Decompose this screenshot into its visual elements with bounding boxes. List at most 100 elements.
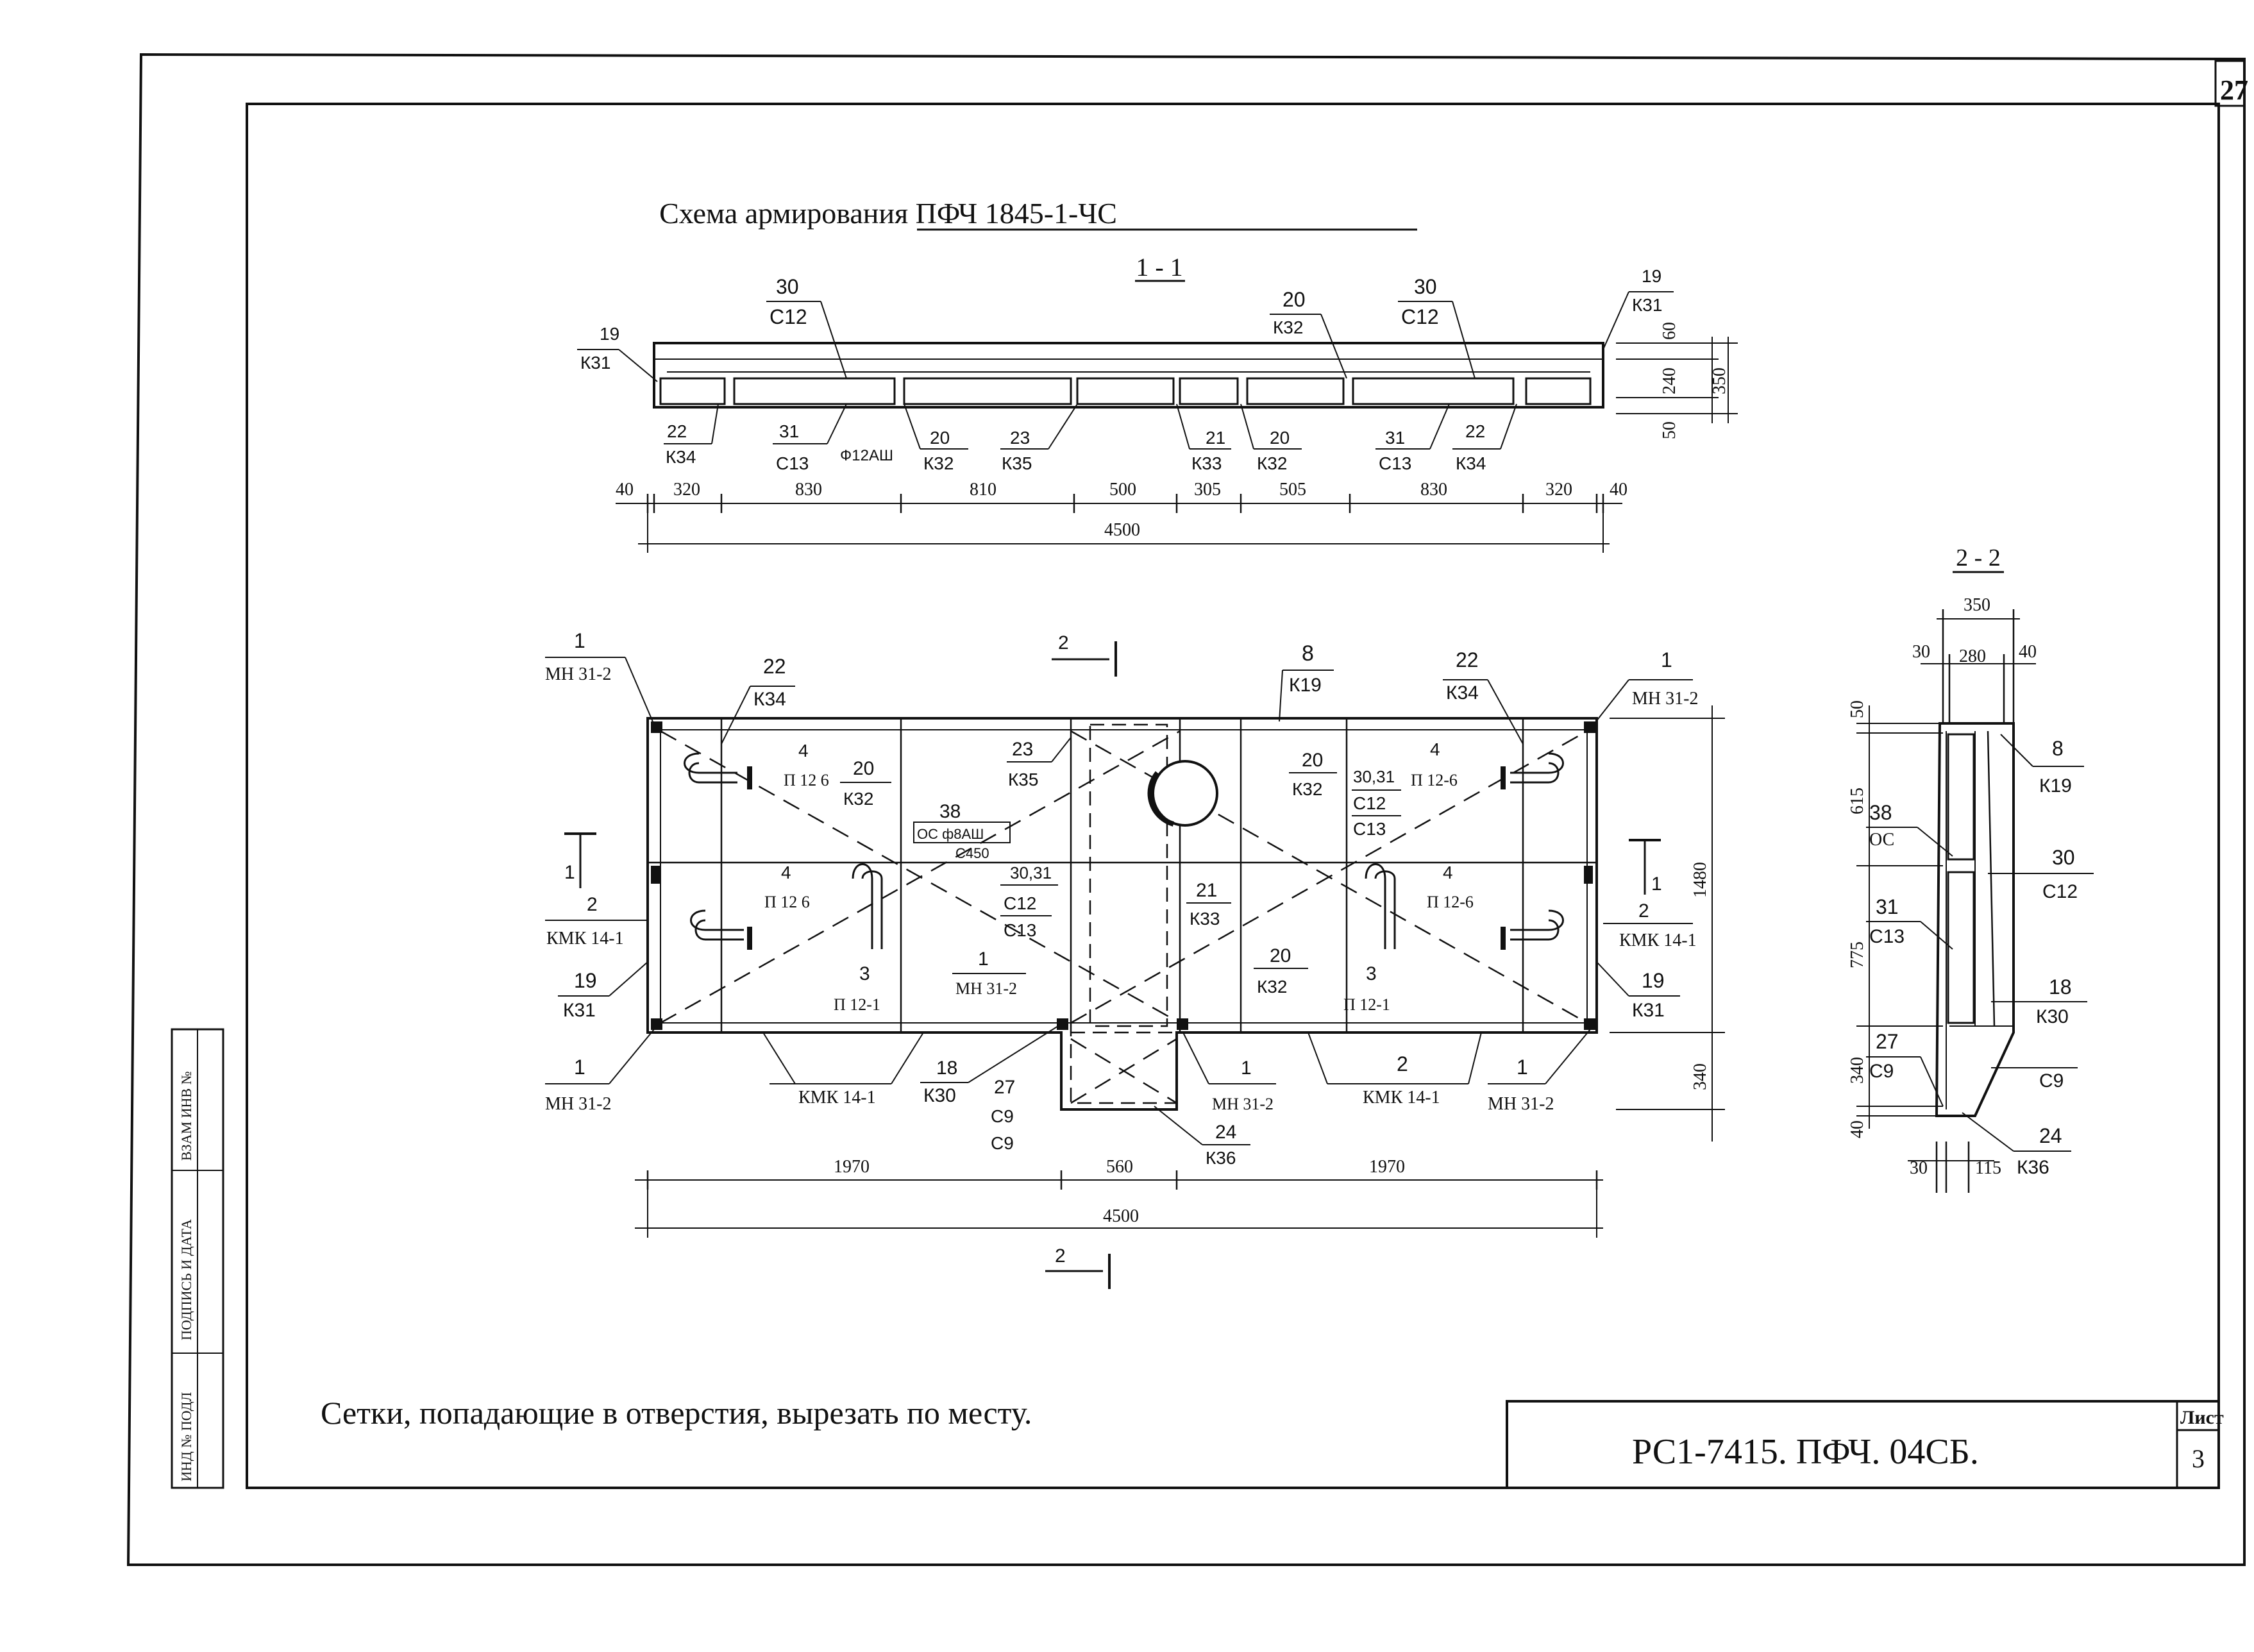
dim-340-s2: 340 [1847, 1057, 1867, 1084]
mark-c9-plan-2: С9 [991, 1133, 1014, 1153]
mark-kmk-bottom-r: КМК 14-1 [1363, 1088, 1440, 1108]
rebar-f12: Ф12АШ [840, 447, 893, 464]
mark-k36-plan: К36 [1206, 1148, 1236, 1168]
dim-505: 505 [1279, 480, 1306, 500]
sec2-marker-top: 2 [1058, 632, 1069, 653]
mark-k34-plan-r: К34 [1446, 682, 1479, 704]
dim-305: 305 [1194, 480, 1221, 500]
mark-19-plan-r: 19 [1642, 969, 1665, 992]
mark-1-tl: 1 [574, 629, 585, 652]
plan-outline [646, 717, 1598, 1111]
mark-k32-pc: К32 [1257, 977, 1287, 997]
mark-4-pr2: 4 [1443, 863, 1453, 882]
mark-k36-s2: К36 [2017, 1157, 2049, 1178]
mark-kmk-bottom-l: КМК 14-1 [798, 1088, 876, 1108]
mark-30-left: 30 [776, 275, 799, 298]
dim-280-s2: 280 [1959, 646, 1986, 666]
section-1-label: 1 - 1 [1136, 253, 1182, 282]
mark-p126b-pr: П 12-6 [1411, 771, 1458, 789]
mark-k30-s2: К30 [2036, 1006, 2069, 1027]
insulation-block [903, 377, 1072, 405]
mark-38-s2: 38 [1869, 801, 1892, 824]
dim-615: 615 [1847, 788, 1867, 814]
mark-c13-pc: С13 [1004, 920, 1036, 940]
mark-k35-bottom: К35 [1002, 453, 1032, 473]
mark-c9-s2-left: С9 [1869, 1061, 1894, 1082]
mark-19-plan-l: 19 [574, 969, 597, 992]
dim-320-left: 320 [673, 480, 700, 500]
mark-1-bc: 1 [1241, 1058, 1252, 1079]
mark-1-bl: 1 [574, 1056, 585, 1079]
mark-os-s2: ОС [1869, 830, 1894, 850]
side-stamp: ИНД № ПОДЛ ПОДПИСЬ И ДАТА ВЗАМ ИНВ № [171, 1028, 224, 1489]
mark-3031-pr: 30,31 [1353, 767, 1395, 786]
mark-k32-bottom-2: К32 [1257, 453, 1287, 473]
mark-27-plan: 27 [994, 1077, 1015, 1098]
mark-c12-left: С12 [770, 305, 807, 328]
section-1-1: 1 - 1 19 К31 30 С12 20 К32 30 С12 19 К31 [577, 253, 1738, 553]
mark-mn31-tl: МН 31-2 [545, 664, 611, 684]
mark-k31-plan-l: К31 [563, 1000, 596, 1021]
s2-profile [1935, 722, 2015, 1117]
mark-k32-bottom: К32 [923, 453, 954, 473]
mark-20-top: 20 [1283, 288, 1306, 311]
dim-810: 810 [970, 480, 997, 500]
mark-4-pr: 4 [1430, 739, 1440, 759]
mark-3-pl: 3 [859, 963, 870, 984]
mark-20-pc: 20 [1270, 945, 1291, 966]
mark-p126b-pr2: П 12-6 [1427, 893, 1474, 911]
dim-350-right: 350 [1710, 367, 1729, 394]
mark-os-plan: ОС ф8АШ [917, 826, 984, 842]
section-2-label: 2 - 2 [1956, 544, 2001, 571]
mark-2-right: 2 [1638, 900, 1649, 922]
mark-38-plan: 38 [939, 801, 961, 822]
dim-50: 50 [1660, 421, 1679, 439]
mark-18-plan: 18 [936, 1058, 957, 1079]
mark-kmk-right: КМК 14-1 [1619, 931, 1697, 950]
title-block: РС1-7415. ПФЧ. 04СБ. Лист 3 [1506, 1400, 2224, 1489]
mark-24-s2: 24 [2039, 1124, 2062, 1147]
mark-k30-plan: К30 [923, 1085, 956, 1106]
mark-c13-bottom-right: С13 [1379, 453, 1411, 473]
section-2-2: 2 - 2 350 30 280 40 50 615 775 340 40 [1847, 544, 2094, 1193]
insulation-block [733, 377, 896, 405]
mark-1-tr: 1 [1661, 648, 1672, 671]
dim-50-s2: 50 [1847, 700, 1867, 718]
mark-2-bottom: 2 [1397, 1052, 1408, 1075]
mark-4-pl: 4 [798, 741, 809, 761]
plan-view: 1 МН 31-2 22 К34 2 8 К19 22 К34 1 МН 31-… [545, 629, 1725, 1289]
mark-23-plan: 23 [1012, 739, 1033, 760]
mark-24-plan: 24 [1215, 1122, 1236, 1143]
dim-total-4500-top: 4500 [1104, 520, 1140, 540]
dim-1970-left: 1970 [834, 1157, 870, 1177]
dim-1480: 1480 [1690, 862, 1710, 898]
mark-31-s2: 31 [1876, 895, 1899, 918]
mark-19-right: 19 [1642, 266, 1661, 286]
mark-1-pc: 1 [978, 948, 989, 970]
mark-p121-pl: П 12-1 [834, 995, 880, 1014]
sheet-no: 3 [2192, 1444, 2205, 1473]
dim-40-right: 40 [1610, 480, 1627, 500]
note-text: Сетки, попадающие в отверстия, вырезать … [321, 1395, 1032, 1431]
mark-p121-pr: П 12-1 [1343, 995, 1390, 1014]
mark-19-left: 19 [600, 324, 619, 344]
sheet-label: Лист [2180, 1407, 2224, 1428]
mark-c12-pc: С12 [1004, 893, 1036, 913]
mark-k31-plan-r: К31 [1632, 1000, 1665, 1021]
insulation-block [1525, 377, 1592, 405]
insulation-block [1076, 377, 1175, 405]
dim-830-right: 830 [1420, 480, 1447, 500]
drawing-title: Схема армирования ПФЧ 1845-1-ЧС [659, 197, 1117, 230]
mark-8-s2: 8 [2052, 737, 2064, 760]
sec1-marker-right: 1 [1651, 873, 1662, 895]
mark-c450-plan: С450 [955, 845, 989, 861]
dim-40-s2: 40 [2019, 642, 2037, 662]
mark-k32-pr: К32 [1292, 779, 1322, 799]
mark-k32-top: К32 [1273, 317, 1303, 337]
mark-30-right: 30 [1414, 275, 1437, 298]
dim-350-s2: 350 [1964, 595, 1990, 615]
dim-40-s2-left: 40 [1847, 1120, 1867, 1138]
dim-60: 60 [1660, 322, 1679, 340]
sec2-marker-bottom: 2 [1055, 1245, 1066, 1267]
